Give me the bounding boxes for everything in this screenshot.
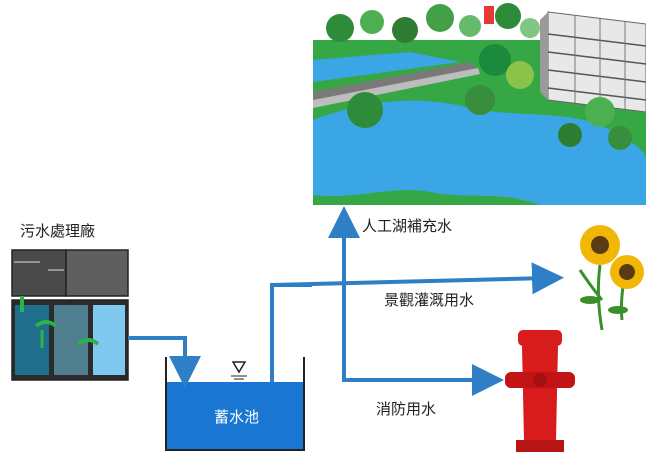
building-icon (540, 11, 646, 113)
sewage-plant-label: 污水處理廠 (20, 222, 96, 240)
sunflower-icon (578, 225, 644, 331)
fire-water-label: 消防用水 (376, 400, 437, 418)
fire-hydrant-icon (505, 330, 575, 452)
park-lake-scene (313, 0, 646, 205)
flow-arrows (128, 206, 564, 396)
fire-water-arrow (342, 282, 504, 396)
plant-to-tank-arrow (128, 336, 201, 388)
storage-tank-icon (165, 357, 305, 451)
irrigation-label: 景觀灌溉用水 (384, 291, 475, 309)
tree-icons (326, 3, 632, 150)
tank-to-distribution-arrow (270, 283, 312, 382)
storage-tank-label: 蓄水池 (214, 408, 260, 426)
lake-supply-label: 人工湖補充水 (362, 217, 453, 235)
sewage-plant-icon (11, 249, 129, 381)
irrigation-arrow (271, 262, 564, 295)
